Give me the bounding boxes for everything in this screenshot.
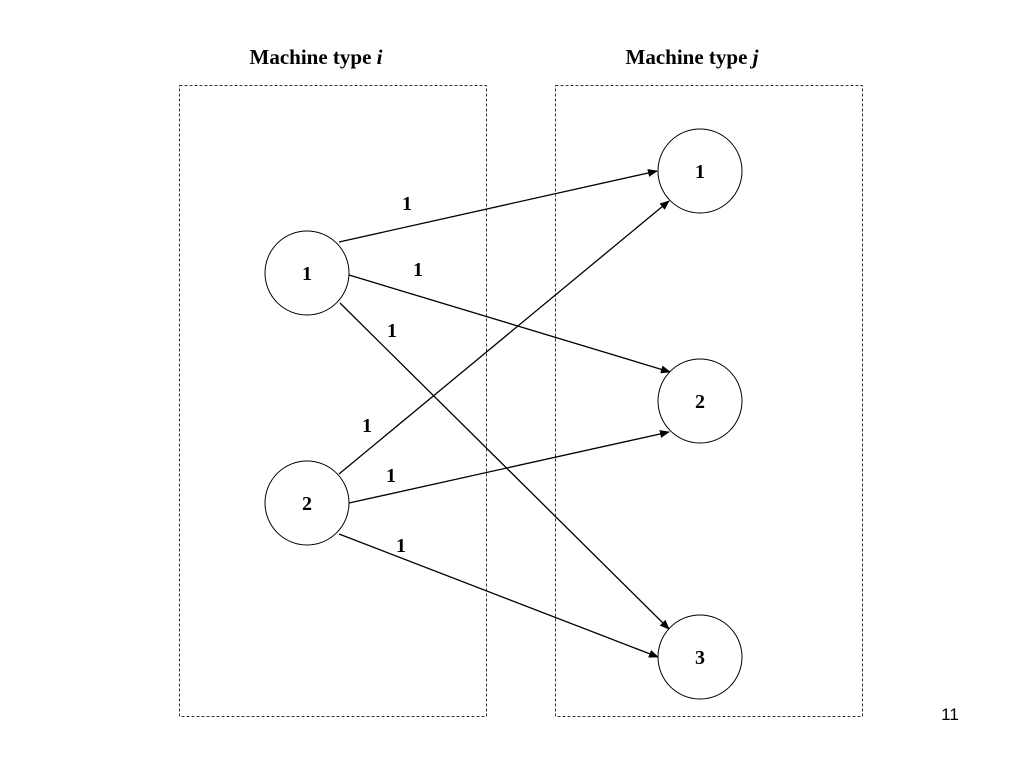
edge-i1-j3: 1 [339, 302, 670, 630]
edge-i1-j1: 1 [338, 169, 658, 243]
edge-i2-j1: 1 [338, 200, 670, 475]
right-machine-group [555, 85, 863, 717]
node-label: 2 [302, 493, 312, 515]
node-label: 2 [695, 391, 705, 413]
node-label: 1 [302, 263, 312, 285]
node-i1: 1 [264, 230, 350, 316]
edge-weight-label: 1 [402, 193, 412, 215]
node-j1: 1 [657, 128, 743, 214]
node-label: 3 [695, 647, 705, 669]
edge-i2-j3: 1 [338, 533, 659, 658]
edge-weight-label: 1 [362, 415, 372, 437]
left-column-title: Machine type i [250, 45, 383, 69]
edge-weight-label: 1 [413, 259, 423, 281]
node-j2: 2 [657, 358, 743, 444]
right-column-title: Machine type j [626, 45, 759, 69]
node-i2: 2 [264, 460, 350, 546]
node-j3: 3 [657, 614, 743, 700]
node-label: 1 [695, 161, 705, 183]
edge-weight-label: 1 [396, 535, 406, 557]
edge-weight-label: 1 [387, 320, 397, 342]
left-machine-group [179, 85, 487, 717]
edge-i2-j2: 1 [348, 430, 670, 504]
edge-weight-label: 1 [386, 465, 396, 487]
page-number: 11 [941, 705, 959, 724]
edge-i1-j2: 1 [348, 259, 671, 374]
